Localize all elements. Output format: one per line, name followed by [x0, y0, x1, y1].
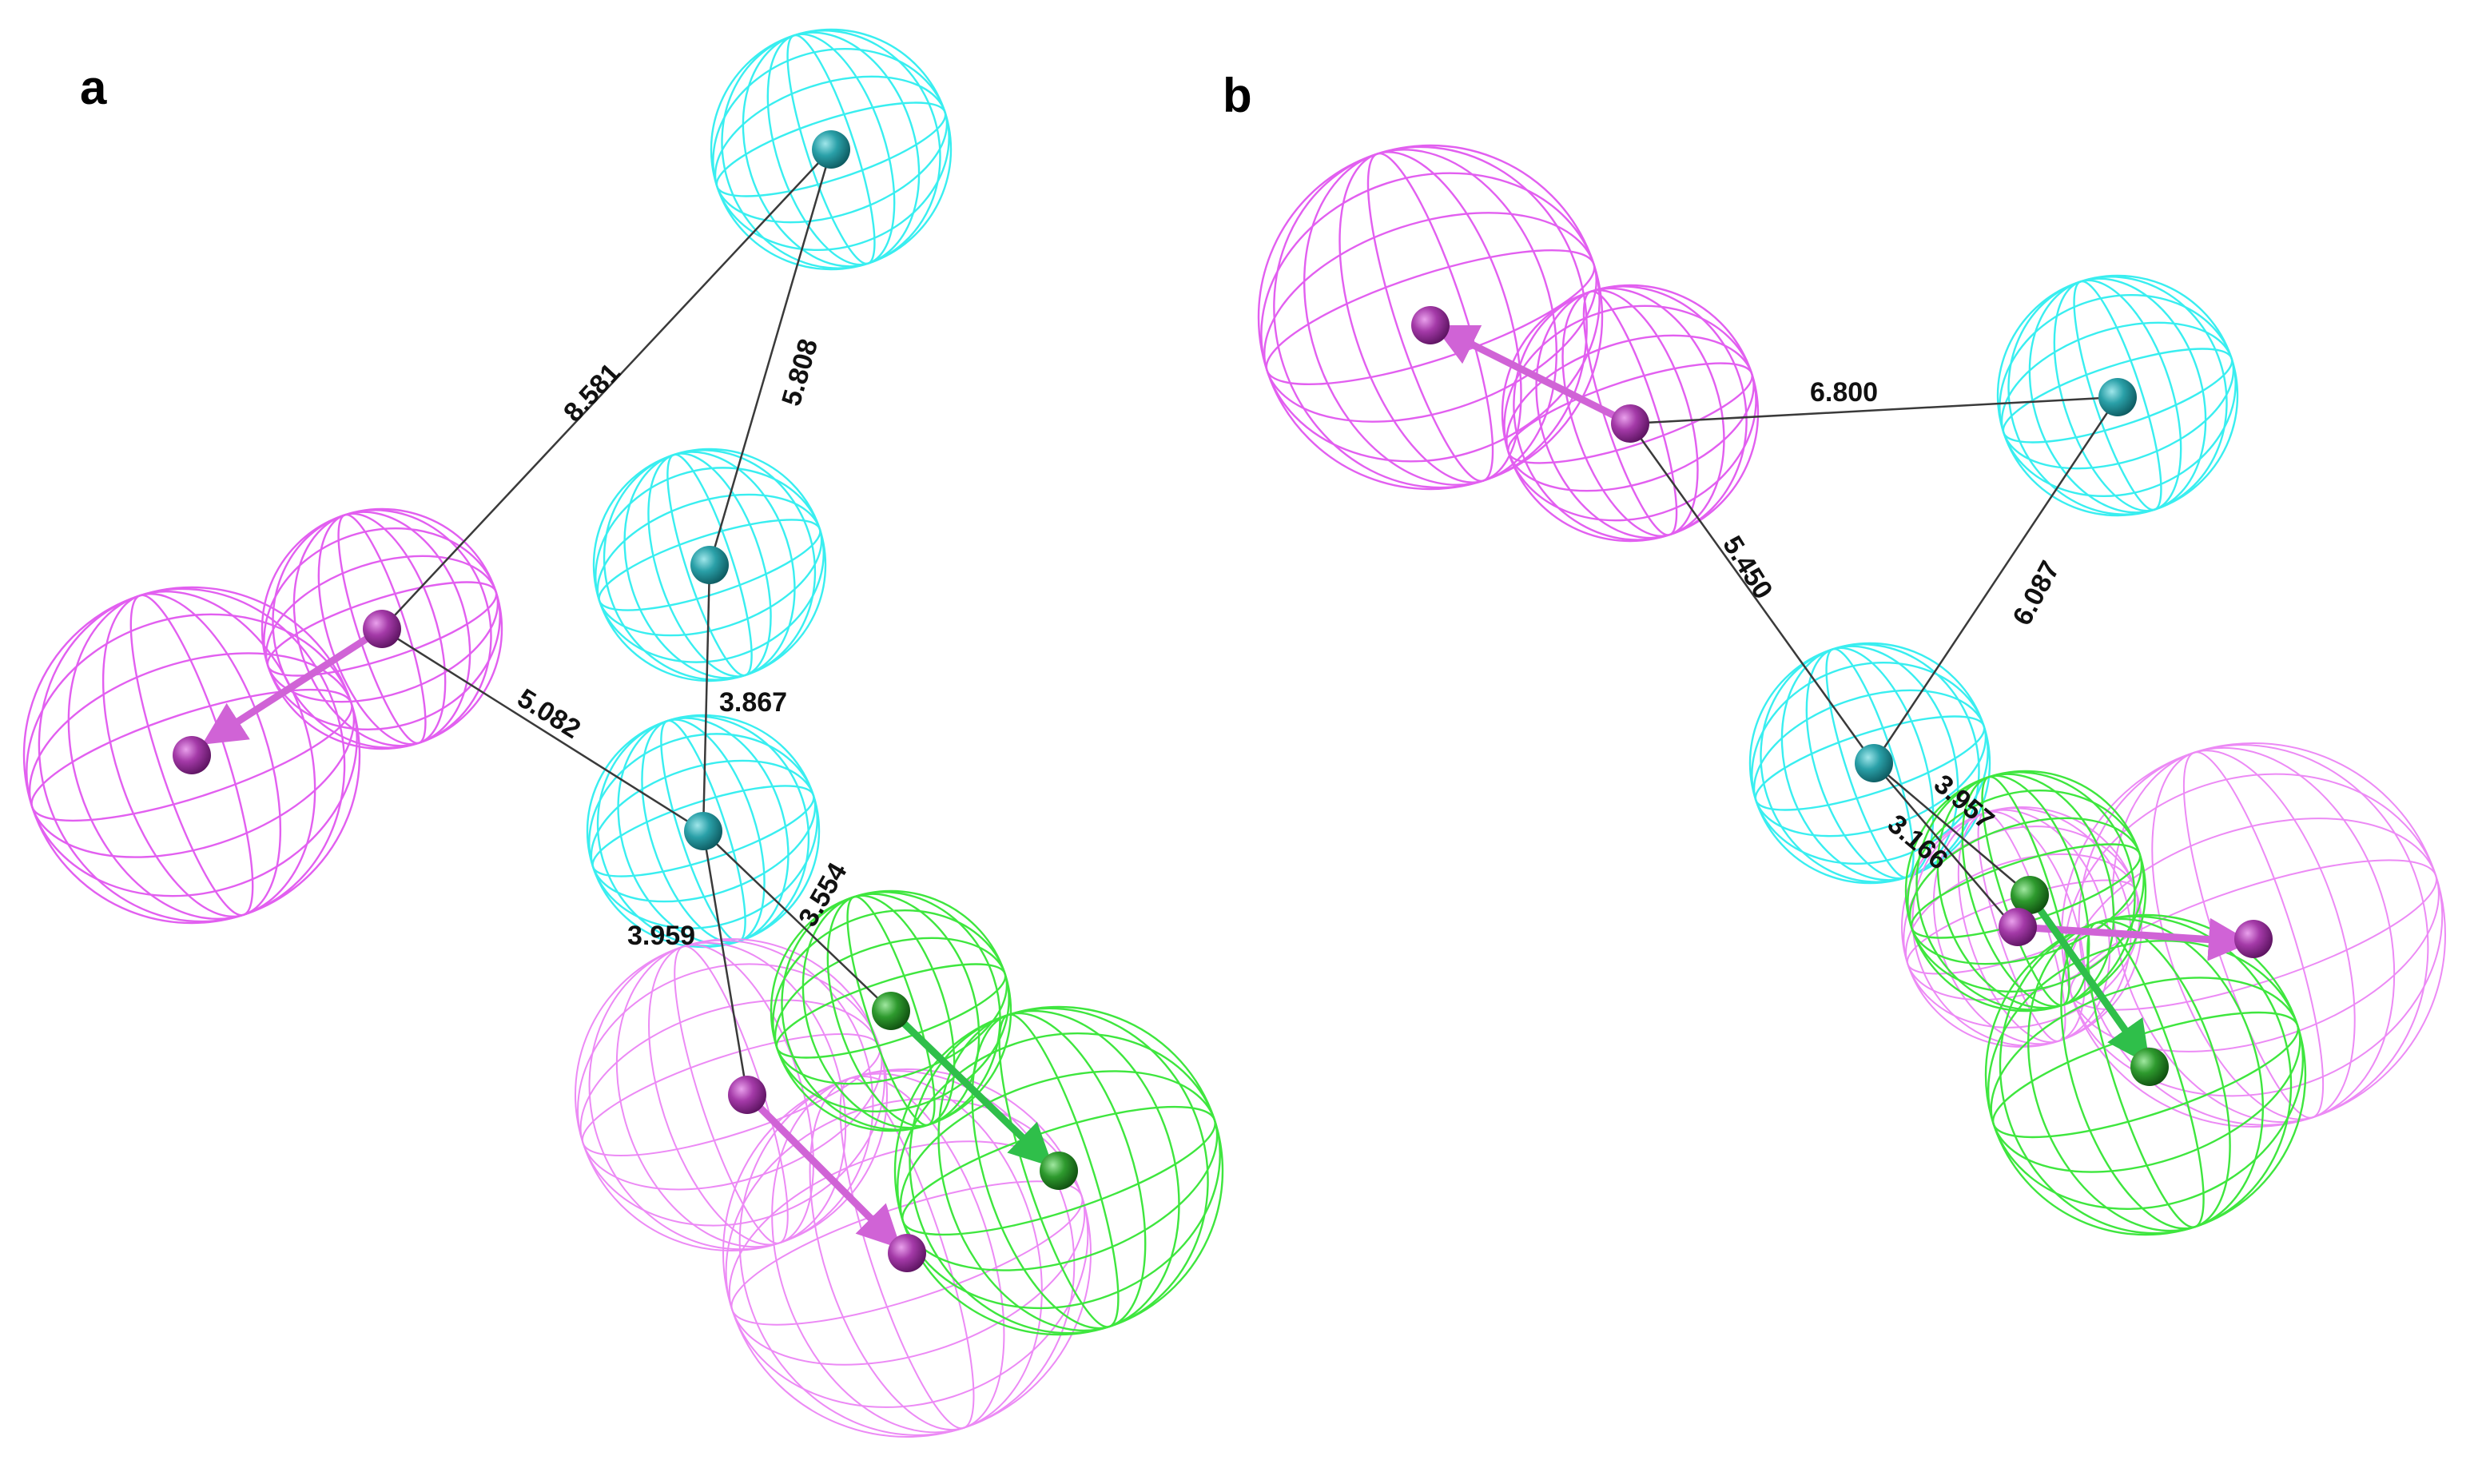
distance-line-a-3959 — [702, 830, 749, 1096]
distance-label: 6.087 — [2007, 556, 2066, 631]
feature-center-a-magenta-1-tip — [173, 736, 211, 774]
panel-b-label: b — [1223, 69, 1252, 122]
feature-center-b-magenta-1 — [1611, 404, 1649, 443]
distance-label: 5.808 — [776, 336, 824, 409]
feature-center-b-cyan-1 — [2098, 378, 2137, 416]
donor-sphere-a-tail — [770, 889, 1012, 1132]
feature-center-b-green-tip — [2130, 1048, 2169, 1086]
distance-line-a-5082 — [381, 627, 704, 833]
acceptor-sphere-b1-tail — [1501, 284, 1760, 543]
feature-center-b-green — [2011, 876, 2049, 914]
acceptor-vector-a1 — [201, 626, 384, 745]
donor-sphere-a-head — [893, 1005, 1224, 1336]
distance-label: 6.800 — [1810, 377, 1878, 408]
acceptor-sphere-a1-head — [22, 586, 361, 925]
feature-center-b-magenta-2 — [1999, 908, 2037, 946]
feature-center-a-cyan-2 — [690, 546, 729, 584]
feature-center-a-green — [872, 992, 910, 1030]
distance-line-a-3867 — [702, 564, 711, 832]
hydrophobic-sphere-a2 — [592, 448, 827, 682]
acceptor-sphere-a1-tail — [261, 507, 503, 750]
feature-center-a-cyan-1 — [812, 130, 850, 169]
feature-center-a-magenta-2 — [728, 1076, 766, 1114]
distance-label: 5.450 — [1716, 531, 1778, 604]
distance-line-b-6800 — [1629, 396, 2118, 425]
donor-sphere-b-head — [1984, 913, 2307, 1236]
feature-center-a-magenta-1 — [363, 610, 401, 648]
distance-line-a-5808 — [708, 149, 833, 566]
distance-line-b-3957 — [1873, 762, 2031, 896]
donor-vector-b — [2027, 893, 2150, 1065]
distance-label: 3.867 — [719, 687, 787, 718]
acceptor-vector-a2 — [744, 1092, 901, 1249]
feature-center-b-magenta-1-tip — [1411, 306, 1450, 344]
hydrophobic-sphere-a3 — [586, 714, 821, 949]
hydrophobic-sphere-b1 — [1996, 274, 2239, 517]
acceptor-sphere-b1-head — [1257, 144, 1604, 491]
feature-center-a-green-tip — [1040, 1152, 1078, 1190]
distance-label: 3.959 — [627, 921, 695, 951]
distance-label: 8.581 — [558, 357, 626, 428]
panel-a: a 8.581 5.808 5.082 — [22, 28, 1224, 1438]
distance-line-b-5450 — [1629, 423, 1875, 764]
distance-line-b-3166 — [1873, 762, 2015, 928]
feature-center-a-cyan-3 — [684, 812, 722, 850]
acceptor-sphere-a2-head — [722, 1068, 1092, 1438]
distance-label: 5.082 — [512, 683, 586, 745]
feature-center-b-magenta-2-tip — [2234, 920, 2273, 958]
distance-line-a-8581 — [381, 149, 832, 630]
hydrophobic-sphere-a1 — [710, 28, 953, 271]
acceptor-vector-b1 — [1433, 324, 1633, 428]
panel-b: b 6.800 5.450 6.087 3.957 3.16 — [1223, 69, 2446, 1236]
distance-line-b-6087 — [1872, 396, 2119, 764]
donor-vector-a — [888, 1008, 1053, 1168]
feature-center-b-cyan-2 — [1855, 744, 1893, 782]
panel-a-label: a — [80, 61, 107, 114]
distance-line-a-3554 — [702, 830, 892, 1012]
feature-center-a-magenta-2-tip — [888, 1234, 926, 1272]
